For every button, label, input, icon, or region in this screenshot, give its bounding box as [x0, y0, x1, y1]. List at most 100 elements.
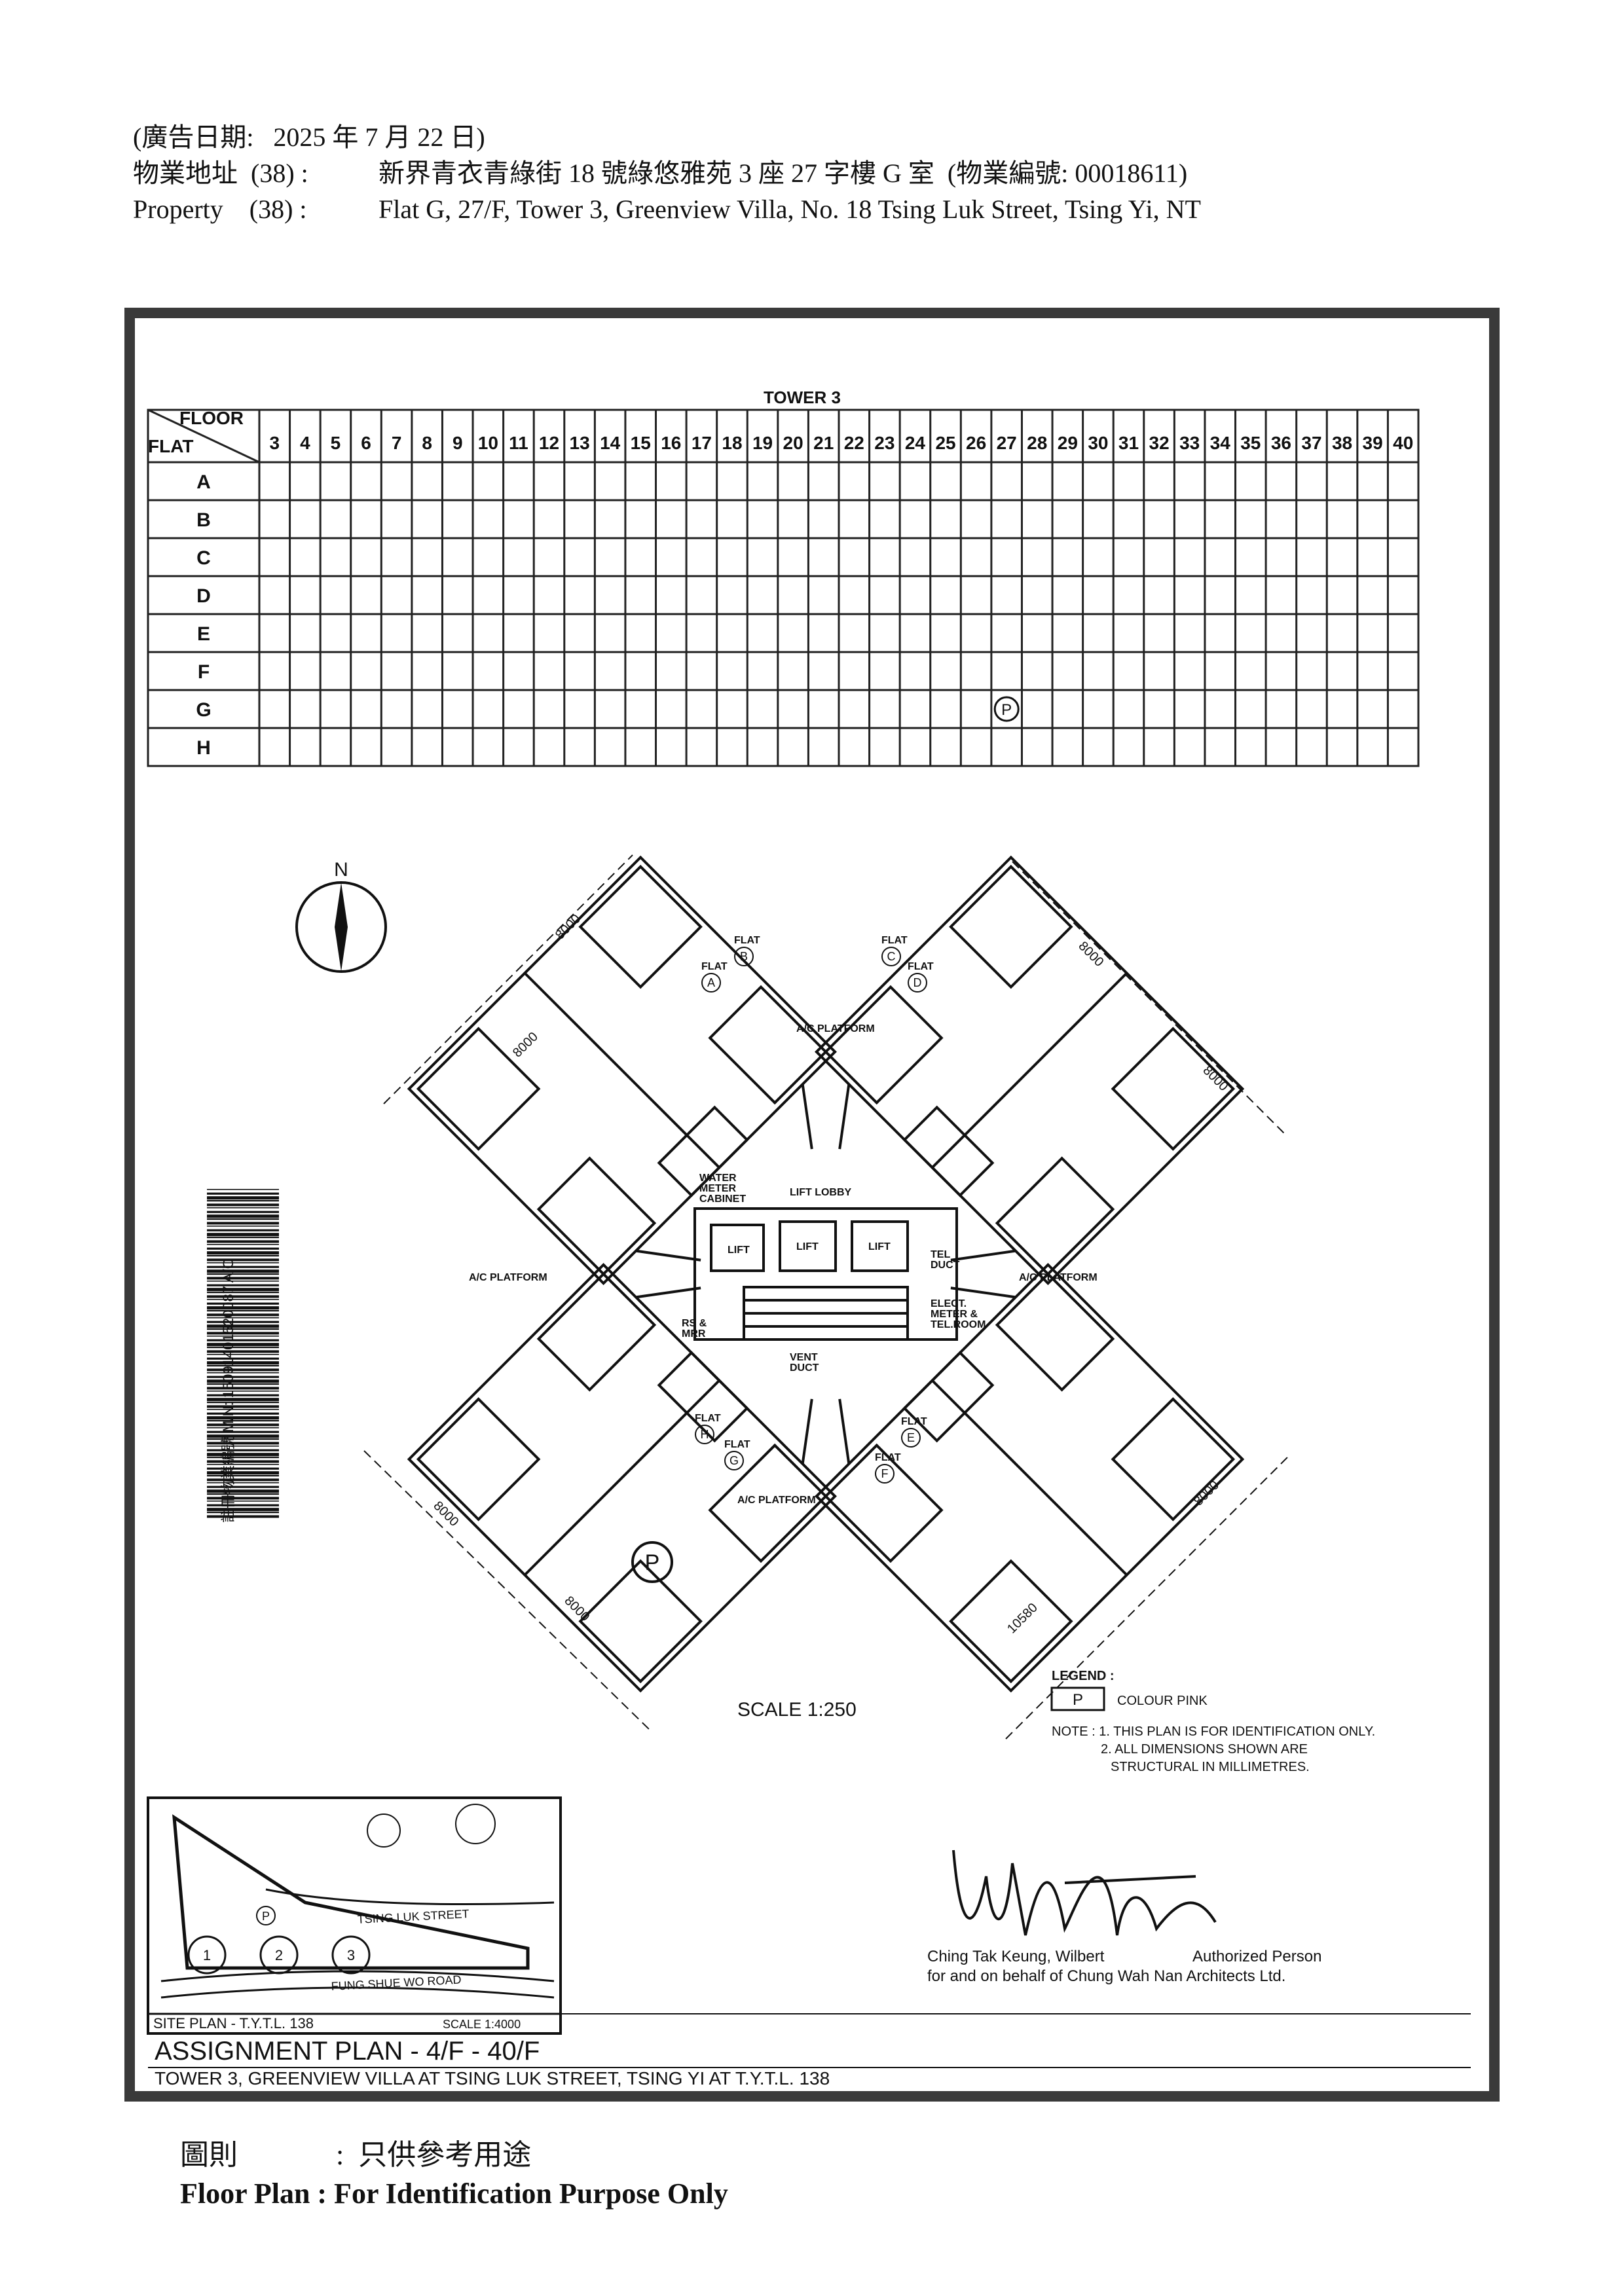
floor-number: 11 [509, 433, 528, 453]
floor-label: FLOOR [179, 408, 244, 428]
floor-number: 17 [692, 433, 712, 453]
ac-platform-label-2: A/C PLATFORM [469, 1272, 547, 1283]
flat-letter: A [196, 471, 211, 493]
floor-number: 4 [300, 433, 310, 453]
barcode-bar [207, 1203, 279, 1207]
tower-label: TOWER 3 [764, 388, 841, 407]
flat-letter: D [196, 585, 211, 607]
floor-number: 12 [539, 433, 559, 453]
barcode-bar [207, 1288, 279, 1291]
footer-cn-text: : 只供參考用途 [336, 2139, 532, 2171]
legend-symbol-box [1050, 1686, 1105, 1711]
floor-number: 8 [422, 433, 432, 453]
barcode-bar [207, 1199, 279, 1202]
barcode-bar [207, 1302, 279, 1305]
vent-duct-label-2: DUCT [790, 1362, 819, 1374]
address-en-row: Property (38) :Flat G, 27/F, Tower 3, Gr… [133, 193, 1201, 226]
barcode-bar [207, 1460, 279, 1463]
floor-number: 39 [1363, 433, 1383, 453]
flat-letter: E [197, 623, 210, 645]
wing [815, 1263, 1245, 1693]
barcode-bar [207, 1207, 279, 1209]
barcode-bar [207, 1515, 279, 1518]
floor-number: 40 [1393, 433, 1413, 453]
target-flat-mark: P [631, 1541, 673, 1583]
barcode-bar [207, 1511, 279, 1514]
barcode-bar [207, 1309, 279, 1312]
barcode-bar [207, 1482, 279, 1484]
barcode-bar [207, 1456, 279, 1459]
barcode-bar [207, 1277, 279, 1280]
floor-number: 9 [452, 433, 463, 453]
barcode-bar [207, 1474, 279, 1477]
lift-lobby-label: LIFT LOBBY [790, 1187, 852, 1198]
barcode-bar [207, 1196, 279, 1199]
plan-flat-letter: F [881, 1467, 889, 1480]
barcode-bar [207, 1317, 279, 1319]
plan-title: ASSIGNMENT PLAN - 4/F - 40/F [155, 2037, 540, 2066]
barcode-bar [207, 1398, 279, 1401]
barcode-bar [207, 1361, 279, 1364]
plan-scale: SCALE 1:250 [737, 1699, 857, 1721]
legend-note-2: 2. ALL DIMENSIONS SHOWN ARE [1101, 1742, 1308, 1757]
barcode-bar [207, 1313, 279, 1317]
barcode-bar [207, 1464, 279, 1465]
wing [815, 855, 1245, 1285]
barcode-bar [207, 1332, 279, 1335]
floor-number: 25 [935, 433, 955, 453]
barcode-bar [207, 1244, 279, 1245]
floor-number: 6 [361, 433, 371, 453]
barcode-bar [207, 1434, 279, 1438]
floor-plan-wings [407, 855, 1245, 1693]
barcode-bar [207, 1471, 279, 1474]
barcode-bar [207, 1394, 279, 1396]
dimension-label: 8000 [1075, 939, 1106, 970]
legend-note-3: STRUCTURAL IN MILLIMETRES. [1111, 1760, 1310, 1774]
barcode-bar [207, 1430, 279, 1433]
barcode-bar [207, 1343, 279, 1346]
barcode-bar [207, 1336, 279, 1337]
barcode-bar [207, 1251, 279, 1254]
site-tower-2: 2 [275, 1947, 283, 1963]
barcode-bar [207, 1449, 279, 1451]
barcode-bar [207, 1233, 279, 1236]
barcode-icon [207, 1189, 279, 1518]
ac-platform-label-1: A/C PLATFORM [796, 1023, 875, 1034]
barcode-bar [207, 1376, 279, 1378]
site-plan: TSING LUK STREET FUNG SHUE WO ROAD 1 2 3… [147, 1796, 562, 2035]
barcode-bar [207, 1291, 279, 1294]
flat-letter: F [198, 661, 210, 683]
plan-flat-circle [901, 1428, 921, 1448]
barcode-bar [207, 1379, 279, 1383]
plan-flat-circle [881, 947, 901, 966]
floor-number: 13 [570, 433, 590, 453]
barcode-bar [207, 1478, 279, 1482]
floor-number: 34 [1210, 433, 1231, 453]
elect-room-label-2: METER & [931, 1309, 978, 1320]
barcode-bar [207, 1485, 279, 1488]
flat-label: FLAT [148, 436, 193, 456]
legend: LEGEND : P COLOUR PINK NOTE : 1. THIS PL… [1050, 1669, 1375, 1774]
barcode-bar [207, 1299, 279, 1300]
lift-1-label: LIFT [728, 1245, 750, 1256]
floor-number: 32 [1149, 433, 1170, 453]
floor-number: 3 [270, 433, 280, 453]
barcode-bar [207, 1423, 279, 1427]
footer-cn: 圖則: 只供參考用途 [180, 2131, 531, 2173]
plan-flat-letter: B [740, 950, 748, 963]
address-en-label: Property (38) : [133, 194, 307, 224]
address-cn-label: 物業地址 (38) : [133, 158, 308, 188]
floor-number: 10 [478, 433, 498, 453]
barcode-bar [207, 1350, 279, 1353]
address-cn-row: 物業地址 (38) :新界青衣青綠街 18 號綠悠雅苑 3 座 27 字樓 G … [133, 157, 1187, 190]
plan-flat-circle [724, 1451, 744, 1470]
barcode-bar [207, 1372, 279, 1374]
site-mark: P [262, 1910, 270, 1923]
mark-symbol: P [1001, 701, 1012, 719]
barcode-bar [207, 1328, 279, 1330]
flat-letter: H [196, 737, 211, 759]
floor-number: 16 [661, 433, 681, 453]
floor-number: 14 [600, 433, 621, 453]
barcode-bar [207, 1442, 279, 1445]
